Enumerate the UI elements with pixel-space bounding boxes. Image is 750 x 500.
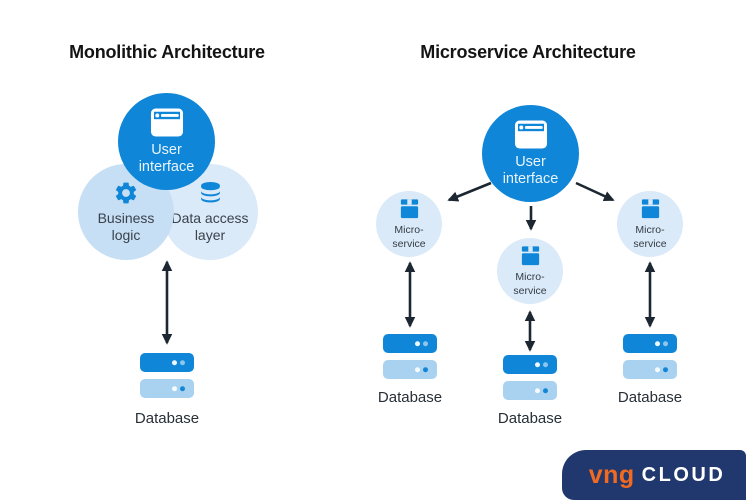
server-bar-light xyxy=(140,379,194,398)
microservice-database-label-right: Database xyxy=(617,389,683,406)
package-icon xyxy=(641,199,659,219)
indicator-dot xyxy=(179,385,185,392)
microservice-database-icon-left xyxy=(383,334,437,379)
indicator-dot xyxy=(542,361,548,368)
cloud-wordmark: CLOUD xyxy=(641,464,726,486)
microservice-database-icon-middle xyxy=(503,355,557,400)
indicator-dot xyxy=(414,366,420,373)
monolithic-user-interface-circle: User interface xyxy=(118,93,215,190)
business-logic-label: Business logic xyxy=(97,210,155,243)
browser-window-icon xyxy=(514,120,547,149)
microservice-database-label-middle: Database xyxy=(497,410,563,427)
browser-window-icon xyxy=(150,108,183,137)
indicator-dot xyxy=(171,385,177,392)
server-bar-light xyxy=(383,360,437,379)
indicator-dot xyxy=(654,366,660,373)
microservice-label-middle: Micro- service xyxy=(513,271,547,297)
package-icon xyxy=(521,246,539,266)
indicator-dot xyxy=(662,340,668,347)
microservice-circle-right: Micro- service xyxy=(617,191,683,257)
indicator-dot xyxy=(662,366,668,373)
monolithic-user-interface-label: User interface xyxy=(138,141,195,175)
microservice-title: Microservice Architecture xyxy=(420,42,636,62)
monolithic-database-icon xyxy=(140,353,194,398)
package-icon xyxy=(400,199,418,219)
indicator-dot xyxy=(422,340,428,347)
server-bar-light xyxy=(623,360,677,379)
microservice-user-interface-circle: User interface xyxy=(482,105,579,202)
microservice-label-left: Micro- service xyxy=(392,224,426,250)
indicator-dot xyxy=(534,361,540,368)
monolithic-database-label: Database xyxy=(134,410,200,427)
server-bar-dark xyxy=(623,334,677,353)
indicator-dot xyxy=(179,359,185,366)
vng-cloud-logo: vng CLOUD xyxy=(562,450,746,500)
indicator-dot xyxy=(534,387,540,394)
vng-wordmark: vng xyxy=(588,460,635,489)
microservice-circle-left: Micro- service xyxy=(376,191,442,257)
microservice-database-label-left: Database xyxy=(377,389,443,406)
microservice-database-icon-right xyxy=(623,334,677,379)
data-access-layer-circle: Data access layer xyxy=(162,164,258,260)
data-access-layer-label: Data access layer xyxy=(171,210,249,243)
microservice-circle-middle: Micro- service xyxy=(497,238,563,304)
indicator-dot xyxy=(422,366,428,373)
gear-icon xyxy=(115,183,137,204)
microservice-user-interface-label: User interface xyxy=(502,153,559,187)
monolithic-title: Monolithic Architecture xyxy=(69,42,265,62)
server-bar-dark xyxy=(503,355,557,374)
server-bar-dark xyxy=(140,353,194,372)
indicator-dot xyxy=(654,340,660,347)
server-bar-light xyxy=(503,381,557,400)
database-cylinder-icon xyxy=(200,182,220,203)
indicator-dot xyxy=(171,359,177,366)
indicator-dot xyxy=(414,340,420,347)
microservice-label-right: Micro- service xyxy=(633,224,667,250)
indicator-dot xyxy=(542,387,548,394)
server-bar-dark xyxy=(383,334,437,353)
ui-to-left-service-arrow xyxy=(447,181,492,202)
ui-to-right-service-arrow xyxy=(575,181,615,202)
